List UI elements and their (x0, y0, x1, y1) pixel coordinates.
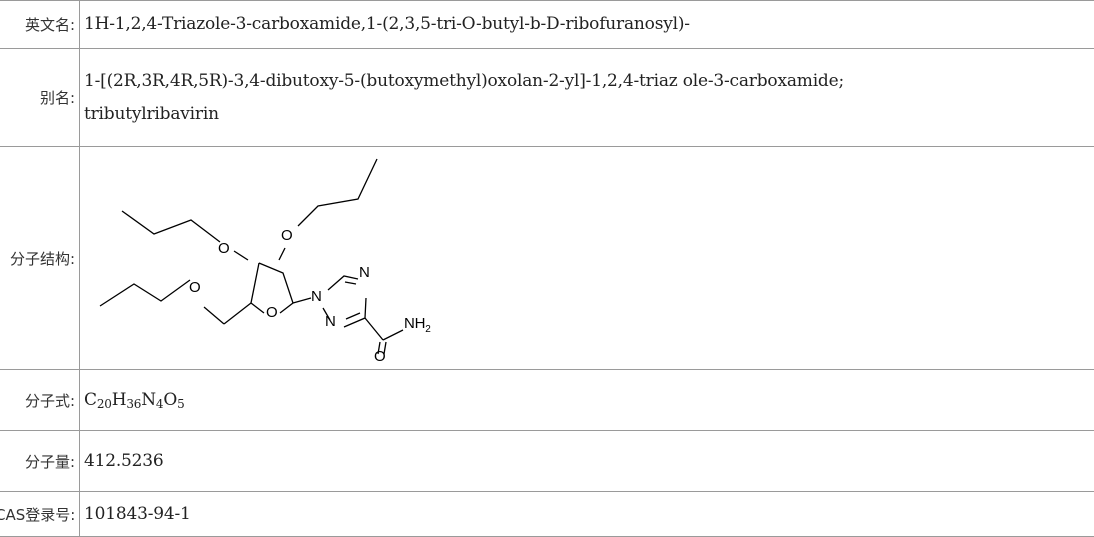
bond-butyl-mid (122, 211, 220, 242)
atom-n-bottom: N (325, 313, 336, 330)
atom-o-top: O (281, 227, 292, 244)
atom-o-mid: O (218, 240, 229, 257)
structure-label: 分子结构: (0, 147, 80, 370)
molecular-structure-diagram: O O O O N N N NH2 O (96, 156, 516, 361)
row-english-name: 英文名: 1H-1,2,4-Triazole-3-carboxamide,1-(… (0, 1, 1094, 49)
row-molecular-weight: 分子量: 412.5236 (0, 431, 1094, 492)
row-structure: 分子结构: (0, 147, 1094, 370)
formula-el-n: N (141, 390, 156, 410)
bond-otop-c2 (279, 248, 285, 260)
bond-triazole-dbl-2 (346, 313, 360, 319)
row-synonyms: 别名: 1-[(2R,3R,4R,5R)-3,4-dibutoxy-5-(but… (0, 49, 1094, 147)
synonyms-value: 1-[(2R,3R,4R,5R)-3,4-dibutoxy-5-(butoxym… (80, 49, 1094, 147)
bond-ring-2 (251, 263, 264, 313)
bond-ch2-oleft (204, 307, 224, 324)
bond-omid-c3 (234, 251, 248, 260)
formula-n-h: 36 (126, 397, 141, 411)
formula-value: C20H36N4O5 (80, 370, 1094, 431)
bond-c-nh2 (383, 330, 403, 340)
cas-value: 101843-94-1 (80, 492, 1094, 537)
atom-o-ring: O (266, 304, 277, 321)
english-name-value: 1H-1,2,4-Triazole-3-carboxamide,1-(2,3,5… (80, 1, 1094, 49)
atom-o-carbonyl: O (374, 348, 385, 361)
synonym-line-1: 1-[(2R,3R,4R,5R)-3,4-dibutoxy-5-(butoxym… (84, 65, 1094, 98)
synonyms-label: 别名: (0, 49, 80, 147)
formula-el-h: H (112, 390, 127, 410)
molecular-weight-label: 分子量: (0, 431, 80, 492)
bond-c4-ch2 (224, 303, 251, 324)
bond-butyl-top (298, 159, 377, 226)
bond-c1-n1 (293, 298, 311, 303)
formula-el-o: O (163, 390, 177, 410)
row-cas: CAS登录号: 101843-94-1 (0, 492, 1094, 537)
formula-label: 分子式: (0, 370, 80, 431)
english-name-label: 英文名: (0, 1, 80, 49)
bond-triazole-dbl (345, 282, 356, 284)
formula-el-c: C (84, 390, 97, 410)
bond-triazole-2 (344, 298, 366, 327)
formula-n-o: 5 (177, 397, 184, 411)
formula-n-c: 20 (97, 397, 112, 411)
bond-butyl-left (100, 280, 190, 306)
bond-c-carbonyl (365, 318, 383, 340)
synonym-line-2: tributylribavirin (84, 98, 1094, 131)
cas-label: CAS登录号: (0, 492, 80, 537)
molecular-weight-value: 412.5236 (80, 431, 1094, 492)
row-formula: 分子式: C20H36N4O5 (0, 370, 1094, 431)
atom-n1: N (311, 288, 322, 305)
atom-n-top: N (359, 264, 370, 281)
structure-cell: O O O O N N N NH2 O (80, 147, 1094, 370)
atom-nh2: NH2 (404, 315, 431, 335)
atom-o-left: O (189, 279, 200, 296)
